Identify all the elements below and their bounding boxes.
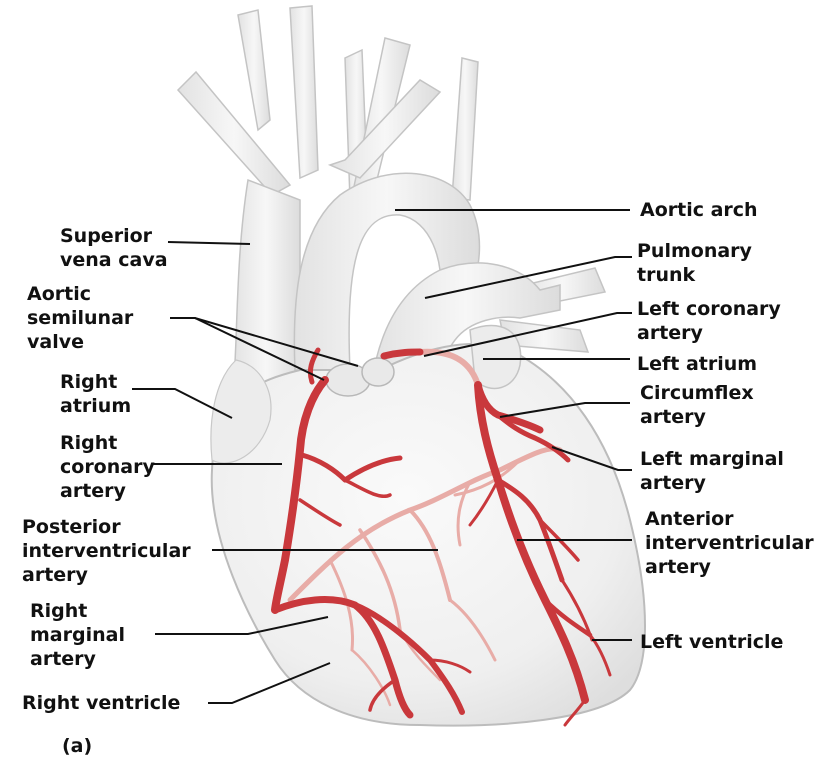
- label-aortic-arch: Aortic arch: [640, 198, 758, 222]
- panel-label: (a): [62, 734, 92, 758]
- label-left-atrium: Left atrium: [637, 352, 757, 376]
- label-right-marginal-artery: Right marginal artery: [30, 599, 125, 671]
- label-aortic-semilunar-valve: Aortic semilunar valve: [27, 282, 133, 354]
- label-pulmonary-trunk: Pulmonary trunk: [637, 239, 752, 287]
- label-left-marginal-artery: Left marginal artery: [640, 447, 784, 495]
- label-posterior-interventricular-artery: Posterior interventricular artery: [22, 515, 191, 587]
- label-anterior-interventricular-artery: Anterior interventricular artery: [645, 507, 814, 579]
- label-right-ventricle: Right ventricle: [22, 691, 180, 715]
- label-left-ventricle: Left ventricle: [640, 630, 783, 654]
- label-right-coronary-artery: Right coronary artery: [60, 431, 155, 503]
- label-circumflex-artery: Circumflex artery: [640, 381, 754, 429]
- label-left-coronary-artery: Left coronary artery: [637, 297, 781, 345]
- label-right-atrium: Right atrium: [60, 370, 131, 418]
- label-superior-vena-cava: Superior vena cava: [60, 224, 168, 272]
